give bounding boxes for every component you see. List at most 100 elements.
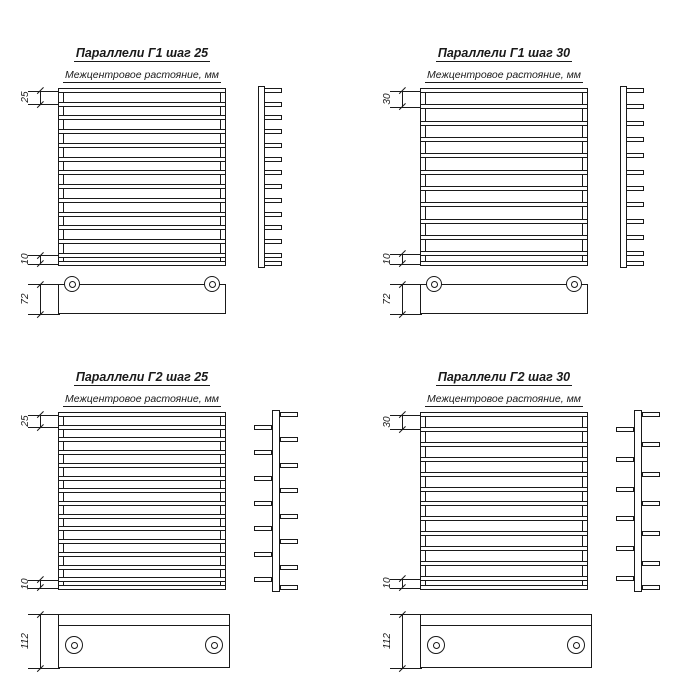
side-tooth — [280, 412, 298, 417]
side-tooth — [264, 129, 282, 135]
tube — [58, 184, 226, 190]
side-tooth — [264, 156, 282, 162]
right-collector — [582, 88, 588, 266]
side-tooth — [264, 211, 282, 217]
subtitle-row: Межцентровое растояние, мм — [38, 65, 246, 83]
dim-extension-line — [28, 614, 60, 615]
pipe-fitting-left — [64, 276, 80, 292]
side-view — [254, 410, 298, 592]
dim-line — [40, 255, 41, 264]
tube — [58, 424, 226, 430]
side-tooth — [254, 526, 272, 532]
side-tooth — [616, 576, 634, 582]
tube — [58, 513, 226, 519]
side-tooth — [280, 437, 298, 443]
left-collector — [58, 412, 64, 590]
tube — [58, 539, 226, 545]
base-inner-line — [421, 625, 591, 626]
pipe-fitting-right — [567, 636, 585, 654]
pipe-fitting-left — [426, 276, 442, 292]
dim-extension-line — [28, 104, 60, 106]
side-tooth — [626, 104, 644, 110]
tube — [58, 412, 226, 417]
diagram-title: Параллели Г1 шаг 25 — [73, 46, 211, 62]
front-view — [420, 412, 588, 590]
dim-tick — [398, 250, 407, 258]
dim-tick — [36, 260, 45, 268]
pipe-fitting-inner — [208, 280, 216, 288]
tube — [420, 218, 588, 224]
pipe-fitting-inner — [570, 280, 578, 288]
tube — [420, 153, 588, 159]
dim-base-label: 112 — [382, 633, 393, 649]
tube — [58, 129, 226, 135]
dim-base-label: 72 — [20, 293, 31, 305]
dim-line — [402, 90, 403, 107]
base-inner-line — [59, 625, 229, 626]
side-tooth — [264, 252, 282, 258]
side-rail — [634, 410, 642, 592]
side-tooth — [626, 136, 644, 142]
side-tooth — [254, 450, 272, 456]
side-tooth — [626, 261, 644, 266]
dim-line — [402, 253, 403, 264]
side-tooth — [642, 441, 660, 447]
dim-extension-line — [390, 263, 422, 265]
side-tooth — [264, 184, 282, 190]
dim-step-top-label: 30 — [382, 416, 393, 428]
base-view — [420, 276, 588, 314]
dim-line — [402, 578, 403, 588]
side-tooth — [642, 412, 660, 417]
tube — [420, 202, 588, 208]
tube — [58, 170, 226, 176]
dim-tick — [398, 310, 407, 318]
dim-extension-line — [390, 284, 422, 285]
tube — [58, 211, 226, 217]
left-collector — [58, 88, 64, 266]
tube — [420, 531, 588, 537]
side-rail — [258, 86, 265, 268]
side-tooth — [254, 551, 272, 557]
dim-extension-line — [28, 427, 60, 429]
side-tooth — [264, 142, 282, 148]
diagram-title: Параллели Г1 шаг 30 — [435, 46, 573, 62]
side-tooth — [626, 218, 644, 224]
side-tooth — [616, 486, 634, 492]
side-view — [620, 86, 652, 268]
dim-extension-line — [28, 90, 60, 92]
right-collector — [582, 412, 588, 590]
dim-line — [40, 579, 41, 588]
dim-extension-line — [28, 587, 60, 589]
tube — [58, 526, 226, 532]
tube — [58, 577, 226, 583]
side-tooth — [626, 202, 644, 208]
dim-extension-line — [390, 578, 422, 580]
dim-tick — [398, 87, 407, 95]
dim-tick — [398, 280, 407, 288]
tube — [420, 441, 588, 447]
dim-step-bottom-label: 10 — [20, 253, 31, 265]
dim-extension-line — [390, 414, 422, 416]
dim-line — [402, 614, 403, 668]
dim-extension-line — [390, 587, 422, 589]
tube — [58, 225, 226, 231]
dim-extension-line — [390, 106, 422, 108]
side-view — [258, 86, 290, 268]
pipe-fitting-inner — [432, 641, 440, 649]
side-tooth — [616, 456, 634, 462]
dim-tick — [398, 584, 407, 592]
side-tooth — [626, 234, 644, 240]
side-tooth — [254, 501, 272, 507]
diagram-parallels-g1-step-30: Параллели Г1 шаг 30 Межцентровое растоян… — [382, 44, 692, 356]
dim-step-bottom-label: 10 — [20, 578, 31, 590]
dim-step-bottom-label: 10 — [382, 577, 393, 589]
tube — [58, 115, 226, 121]
diagram-subtitle: Межцентровое растояние, мм — [63, 69, 221, 83]
tube — [58, 501, 226, 507]
diagram-subtitle: Межцентровое растояние, мм — [63, 393, 221, 407]
dim-tick — [36, 584, 45, 592]
diagram-title: Параллели Г2 шаг 25 — [73, 370, 211, 386]
dim-tick — [36, 576, 45, 584]
dim-extension-line — [28, 579, 60, 581]
side-tooth — [254, 577, 272, 583]
